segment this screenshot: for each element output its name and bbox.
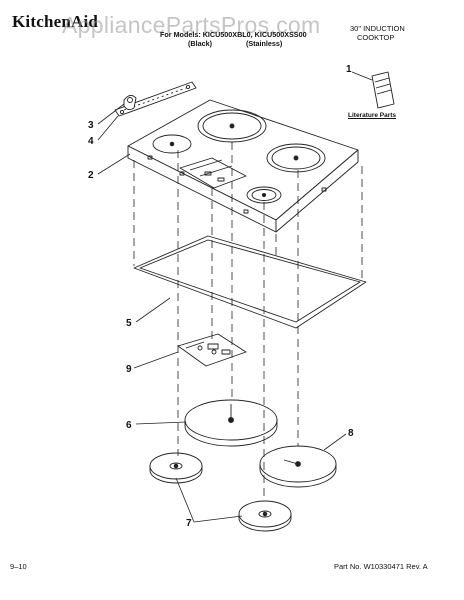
callout-7: 7 <box>186 518 192 529</box>
cooktop-glass-top <box>127 99 359 233</box>
right-induction-coil <box>259 445 337 488</box>
alignment-lines <box>133 142 363 500</box>
title-line-1: 30" INDUCTION <box>350 24 405 33</box>
brand-logo: KitchenAid <box>12 12 99 31</box>
callout-4: 4 <box>88 136 94 147</box>
literature-booklet <box>371 71 395 109</box>
model-finishes: (Black) (Stainless) <box>160 39 307 48</box>
title-line-2: COOKTOP <box>357 33 395 42</box>
small-induction-coil-bottom <box>238 500 292 532</box>
clip-part <box>123 95 137 111</box>
finish-black: (Black) <box>188 39 212 48</box>
literature-parts-label: Literature Parts <box>348 112 397 119</box>
watermark: AppliancePartsPros.com <box>62 12 321 38</box>
gasket-frame <box>133 235 367 329</box>
callout-1: 1 <box>346 64 352 75</box>
model-numbers: For Models: KICU500XBL0, KICU500XSS00 <box>160 30 307 39</box>
finish-stainless: (Stainless) <box>245 39 283 48</box>
page-title: 30" INDUCTION COOKTOP <box>350 24 405 42</box>
large-induction-coil <box>184 399 278 447</box>
callout-9: 9 <box>126 364 132 375</box>
callout-6: 6 <box>126 420 132 431</box>
page-number: 9–10 <box>10 562 27 571</box>
part-number: Part No. W10330471 Rev. A <box>334 562 428 571</box>
leader-lines <box>97 71 373 523</box>
callout-8: 8 <box>348 428 354 439</box>
model-list: For Models: KICU500XBL0, KICU500XSS00 (B… <box>160 30 307 48</box>
control-board <box>177 333 247 367</box>
callout-3: 3 <box>88 120 94 131</box>
callout-2: 2 <box>88 170 94 181</box>
callout-5: 5 <box>126 318 132 329</box>
